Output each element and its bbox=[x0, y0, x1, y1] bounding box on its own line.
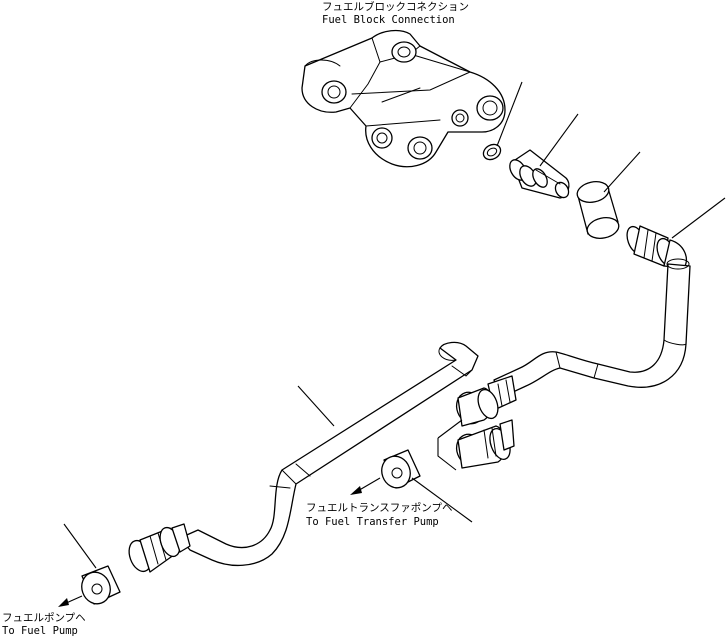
fuel-pump-cap-part bbox=[81, 565, 121, 605]
o-ring-leader-line bbox=[496, 81, 523, 147]
middle-elbow-fitting-lower bbox=[455, 419, 515, 469]
upper-hose-fitting bbox=[626, 225, 687, 269]
fuel-hose-right bbox=[493, 258, 691, 399]
fuel-block-connection-part bbox=[301, 29, 506, 168]
fitting-bracket-line bbox=[437, 419, 463, 471]
sleeve-leader-line bbox=[603, 151, 641, 193]
transfer-cap-leader-line bbox=[411, 477, 473, 523]
fuel-block-label-en: Fuel Block Connection bbox=[322, 14, 455, 26]
arrow-to-fuel-pump bbox=[58, 595, 83, 607]
upper-fitting-leader-line bbox=[671, 197, 726, 239]
fuel-pump-cap-leader-line bbox=[63, 523, 97, 569]
fuel-pump-label-jp: フュエルポンプヘ bbox=[2, 612, 86, 624]
arrow-to-transfer-pump bbox=[350, 477, 381, 495]
transfer-pump-cap-part bbox=[381, 449, 421, 489]
transfer-pump-label-jp: フュエルトランスファポンプヘ bbox=[306, 502, 452, 514]
sleeve-part bbox=[576, 181, 620, 239]
hose-leader-line bbox=[297, 385, 335, 427]
adapter-leader-line bbox=[539, 113, 579, 167]
adapter-fitting-part bbox=[509, 149, 570, 199]
fuel-hose-left bbox=[179, 341, 479, 567]
fuel-block-label-jp: フュエルブロックコネクション bbox=[322, 0, 469, 13]
transfer-pump-label-en: To Fuel Transfer Pump bbox=[306, 516, 439, 528]
o-ring-part bbox=[482, 143, 502, 161]
lower-hose-fitting bbox=[128, 523, 191, 573]
middle-elbow-fitting-upper bbox=[455, 375, 517, 427]
fuel-pump-label-en: To Fuel Pump bbox=[2, 625, 78, 637]
